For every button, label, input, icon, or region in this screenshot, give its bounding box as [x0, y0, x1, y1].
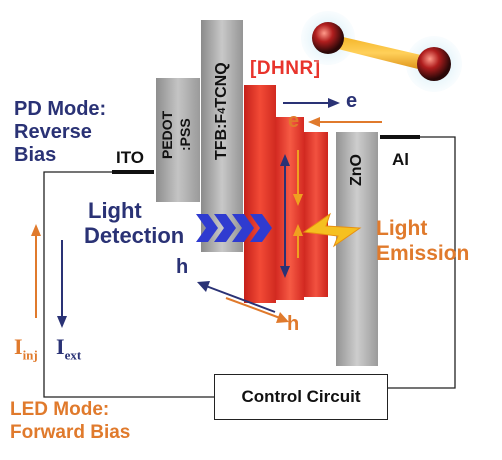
ito-electrode: [112, 170, 154, 174]
dhnr-layer-middle: [276, 117, 304, 300]
light-emission-label: Light Emission: [376, 216, 469, 266]
hole-in-label: h: [287, 313, 300, 335]
pedot-layer: [156, 78, 200, 202]
dhnr-layer-outer: [244, 85, 276, 303]
light-detection-label: Light Detection: [84, 198, 184, 248]
i-ext-main: I: [56, 334, 65, 359]
i-ext-label: Iext: [56, 334, 81, 363]
i-inj-main: I: [14, 334, 23, 359]
electron-in-label: e: [288, 110, 300, 132]
pd-mode-line3: Bias: [14, 144, 57, 166]
i-ext-sub: ext: [64, 347, 82, 363]
light-emission-bolt: [302, 212, 362, 248]
ito-label: ITO: [116, 148, 145, 167]
dhnr-layer-inner: [304, 132, 328, 297]
left-wire: [43, 171, 214, 398]
led-mode-line2: Forward Bias: [10, 422, 131, 443]
control-circuit-label: Control Circuit: [241, 387, 361, 406]
nanorod-tip-left: [312, 22, 344, 54]
light-emission-line2: Emission: [376, 242, 470, 265]
control-circuit-box: Control Circuit: [214, 374, 388, 420]
led-mode-line1: LED Mode:: [10, 399, 110, 420]
al-electrode: [380, 135, 420, 139]
nanorod-tip-right: [417, 47, 451, 81]
hole-out-label: h: [176, 256, 189, 278]
light-detection-chevron-1: [196, 214, 218, 242]
nanorod-illustration: [301, 11, 462, 92]
i-inj-label: Iinj: [14, 334, 38, 363]
led-mode-label: LED Mode: Forward Bias: [10, 398, 130, 444]
right-wire: [386, 136, 456, 389]
light-detection-chevron-4: [250, 214, 272, 242]
light-emission-line1: Light: [376, 217, 428, 240]
pd-mode-line2: Reverse: [14, 121, 92, 143]
dhnr-label: [DHNR]: [250, 58, 321, 79]
light-detection-line1: Light: [88, 198, 142, 223]
light-detection-chevron-3: [232, 214, 254, 242]
pd-mode-line1: PD Mode:: [14, 98, 107, 120]
light-detection-line2: Detection: [84, 223, 185, 248]
light-detection-chevron-2: [214, 214, 236, 242]
pd-mode-label: PD Mode: Reverse Bias: [14, 98, 106, 167]
tfb-layer: [201, 20, 243, 252]
zno-layer: [336, 132, 378, 366]
i-inj-sub: inj: [22, 347, 38, 363]
al-label: Al: [392, 150, 409, 169]
electron-out-label: e: [346, 90, 358, 112]
